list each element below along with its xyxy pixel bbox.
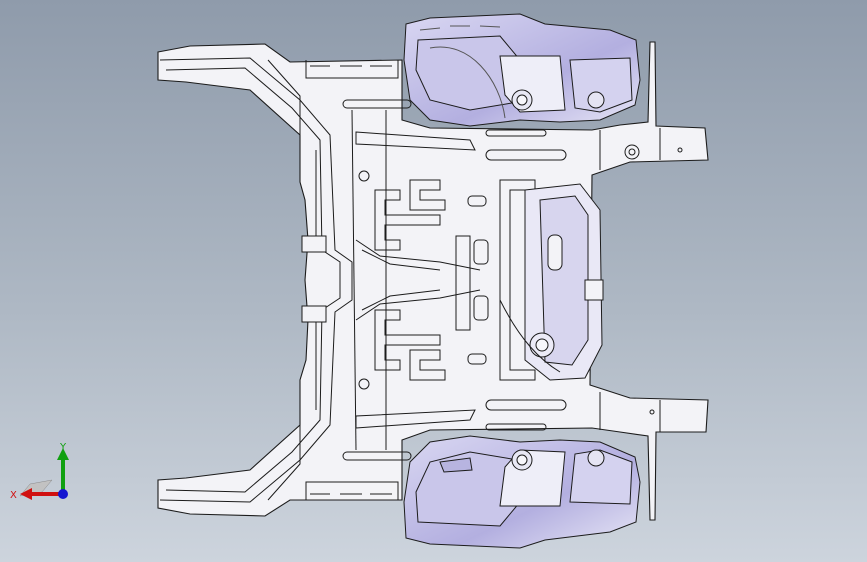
z-axis-marker <box>58 489 68 499</box>
coordinate-triad: Y X <box>10 442 69 501</box>
lower-wheel-well <box>403 435 641 549</box>
y-axis-arrowhead <box>57 448 69 460</box>
floor-panel <box>157 41 709 521</box>
right-mount-arms <box>599 128 683 432</box>
x-axis-arrowhead <box>20 488 32 500</box>
floor-stampings <box>305 60 567 500</box>
y-axis-label: Y <box>59 442 67 453</box>
x-axis-label: X <box>10 490 17 501</box>
center-tank-assembly <box>499 183 604 381</box>
upper-wheel-well <box>403 13 641 127</box>
left-side-rail <box>159 57 353 503</box>
